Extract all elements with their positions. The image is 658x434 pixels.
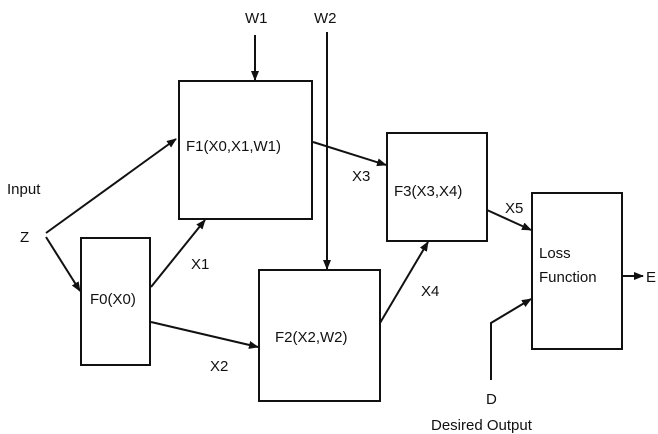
x3-label: X3 [352,168,370,185]
f1-box [178,80,313,220]
z-label: Z [20,229,29,246]
x5-label: X5 [505,200,523,217]
x3-arrow [312,141,387,167]
f0-box [80,237,151,366]
d-label: D [486,391,497,408]
f0-label: F0(X0) [90,291,136,308]
x1-label: X1 [191,256,209,273]
w2-label: W2 [314,10,337,27]
z-to-f1-arrow [45,138,177,234]
d-arrow [490,298,532,380]
loss-function-box [531,192,623,350]
f3-box [386,132,488,242]
x2-label: X2 [210,358,228,375]
loss-label-line2: Function [539,269,597,286]
f2-label: F2(X2,W2) [275,329,348,346]
x1-arrow [150,219,206,288]
desired-output-label: Desired Output [431,417,533,434]
f3-label: F3(X3,X4) [394,183,462,200]
z-to-f0-arrow [45,236,81,292]
x2-arrow [150,321,259,349]
x5-arrow [486,209,532,231]
loss-label-line1: Loss [539,245,571,262]
w1-label: W1 [245,10,268,27]
x4-arrow [379,241,429,324]
input-label: Input [7,181,41,198]
f1-label: F1(X0,X1,W1) [186,138,281,155]
e-label: E [646,269,656,286]
f2-box [258,269,381,402]
x4-label: X4 [421,283,439,300]
